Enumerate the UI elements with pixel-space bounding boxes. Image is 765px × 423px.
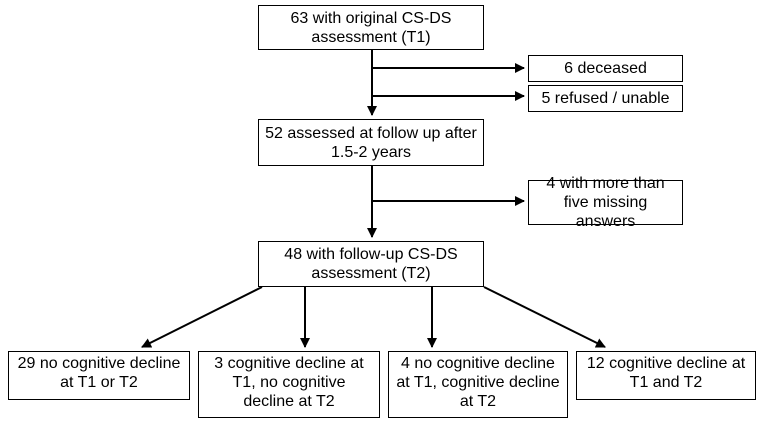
missing-text: 4 with more than five missing answers xyxy=(546,175,665,230)
final-text: 48 with follow-up CS-DS assessment (T2) xyxy=(284,246,458,282)
start-text: 63 with original CS-DS assessment (T1) xyxy=(290,9,452,46)
outcome-box-1: 29 no cognitive decline at T1 or T2 xyxy=(8,351,190,400)
arrow-to-outcome-4 xyxy=(483,286,606,348)
deceased-text: 6 deceased xyxy=(564,60,647,77)
outcome-box-3: 4 no cognitive decline at T1, cognitive … xyxy=(388,351,568,418)
outcome-text-4: 12 cognitive decline at T1 and T2 xyxy=(586,355,746,391)
outcome-text-1: 29 no cognitive decline at T1 or T2 xyxy=(17,355,181,391)
arrow-to-outcome-1 xyxy=(141,286,263,348)
final-box: 48 with follow-up CS-DS assessment (T2) xyxy=(258,241,484,287)
outcome-text-3: 4 no cognitive decline at T1, cognitive … xyxy=(396,355,560,410)
refused-text: 5 refused / unable xyxy=(541,90,670,107)
outcome-text-2: 3 cognitive decline at T1, no cognitive … xyxy=(214,355,364,410)
followup-box: 52 assessed at follow up after 1.5-2 yea… xyxy=(258,119,484,166)
deceased-box: 6 deceased xyxy=(528,55,683,82)
outcome-box-4: 12 cognitive decline at T1 and T2 xyxy=(576,351,756,400)
followup-text: 52 assessed at follow up after 1.5-2 yea… xyxy=(265,124,477,161)
missing-box: 4 with more than five missing answers xyxy=(528,175,683,230)
outcome-box-2: 3 cognitive decline at T1, no cognitive … xyxy=(198,351,380,418)
refused-box: 5 refused / unable xyxy=(528,85,683,112)
start-box: 63 with original CS-DS assessment (T1) xyxy=(258,5,484,50)
